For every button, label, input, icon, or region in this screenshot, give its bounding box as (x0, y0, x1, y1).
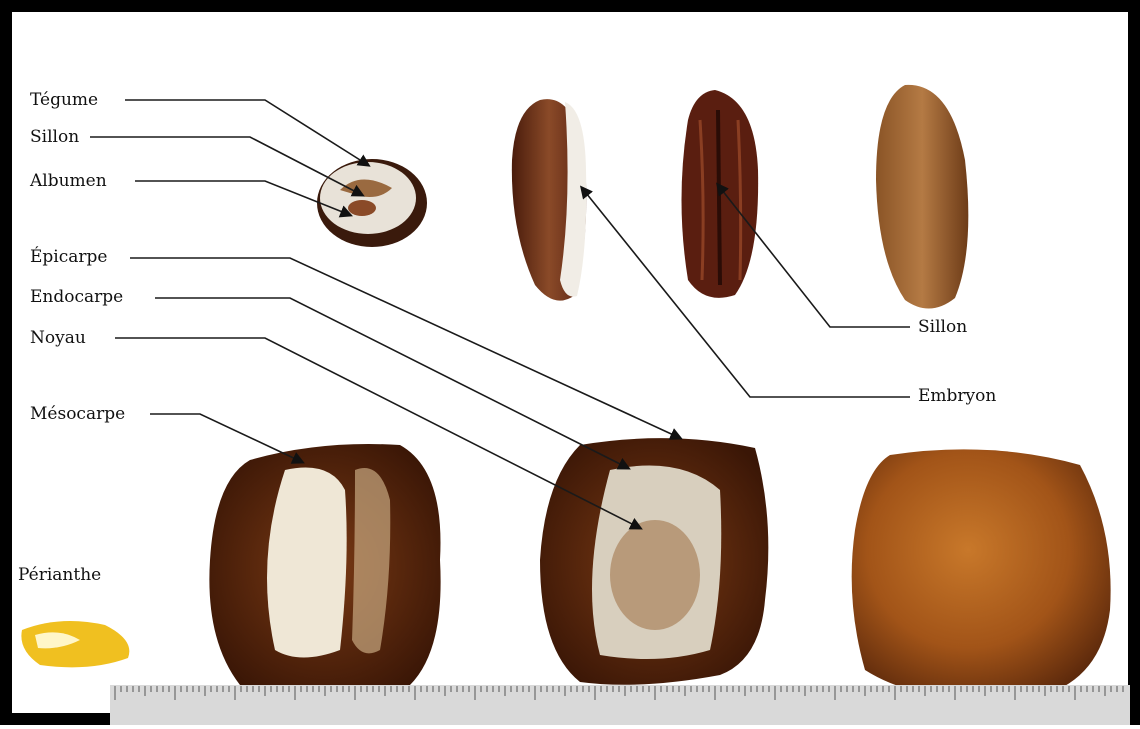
label-sillon-right: Sillon (918, 319, 967, 336)
seed-groove-side (682, 90, 759, 298)
label-epicarpe: Épicarpe (30, 249, 107, 266)
label-tegume: Tégume (30, 92, 98, 109)
seed-longitudinal-half (512, 99, 586, 300)
label-albumen: Albumen (30, 173, 107, 190)
seed-cross-section (317, 159, 427, 247)
label-sillon-left: Sillon (30, 129, 79, 146)
ruler (110, 685, 1130, 725)
leader-tegume (125, 100, 368, 165)
perianth-piece (21, 621, 129, 667)
seed-dorsal (876, 85, 968, 309)
leader-lines (90, 100, 910, 528)
fruit-cut-with-pit (540, 438, 768, 685)
leader-epicarpe (130, 258, 680, 438)
label-noyau: Noyau (30, 330, 86, 347)
label-perianthe: Périanthe (18, 567, 101, 584)
label-mesocarpe: Mésocarpe (30, 406, 125, 423)
leader-endocarpe (155, 298, 628, 468)
label-endocarpe: Endocarpe (30, 289, 123, 306)
fruit-cut-mesocarp (209, 444, 440, 690)
fruit-whole (852, 449, 1111, 700)
label-embryon: Embryon (918, 388, 996, 405)
